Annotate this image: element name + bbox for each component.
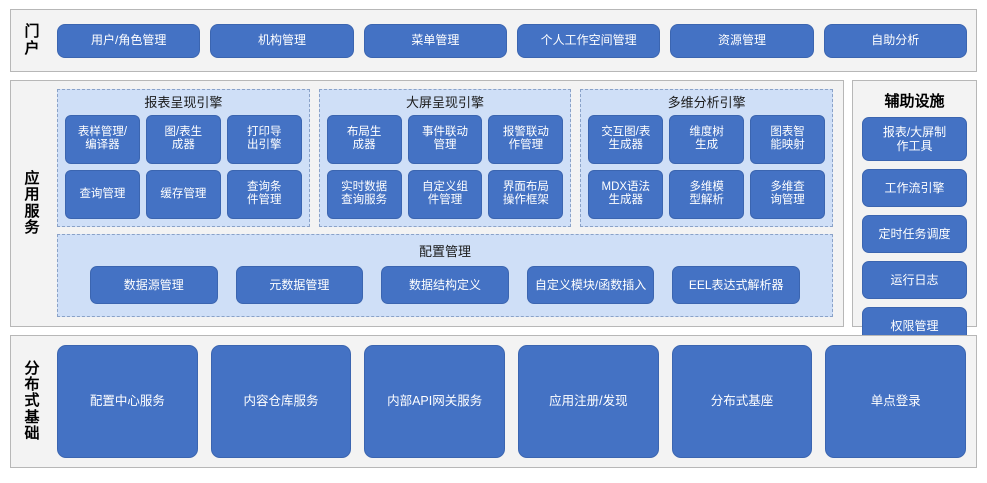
infrastructure-band: 分布式基础 配置中心服务 内容仓库服务 内部API网关服务 应用注册/发现 分布…: [10, 335, 977, 468]
engine-item-mdx-syntax-generator[interactable]: MDX语法 生成器: [588, 169, 664, 219]
infrastructure-item-distributed-base[interactable]: 分布式基座: [671, 345, 813, 458]
app-service-body: 报表呈现引擎 表样管理/ 编译器 图/表生 成器 打印导 出引擎 查询管理 缓存…: [53, 81, 843, 326]
engine-item-realtime-data-query-service[interactable]: 实时数据 查询服务: [326, 169, 402, 219]
engine-item-multidimensional-model-parsing[interactable]: 多维模 型解析: [669, 169, 745, 219]
config-item-datasource-management[interactable]: 数据源管理: [90, 266, 218, 304]
engine-item-event-linkage-management[interactable]: 事件联动 管理: [407, 114, 483, 164]
app-service-band-label: 应用服务: [11, 81, 53, 326]
engine-item-grid: 交互图/表 生成器 维度树 生成 图表智 能映射 MDX语法 生成器 多维模 型…: [588, 114, 826, 219]
engine-item-cache-management[interactable]: 缓存管理: [145, 169, 221, 219]
engine-item-print-export-engine[interactable]: 打印导 出引擎: [226, 114, 302, 164]
support-facilities-item-list: 报表/大屏制 作工具 工作流引擎 定时任务调度 运行日志 权限管理 消息中心: [862, 117, 967, 391]
engine-item-grid: 布局生 成器 事件联动 管理 报警联动 作管理 实时数据 查询服务 自定义组 件…: [326, 114, 564, 219]
engine-panel-multidimensional-analysis: 多维分析引擎 交互图/表 生成器 维度树 生成 图表智 能映射 MDX语法 生成…: [580, 89, 834, 227]
config-item-metadata-management[interactable]: 元数据管理: [235, 266, 364, 304]
engine-panel-large-screen-rendering: 大屏呈现引擎 布局生 成器 事件联动 管理 报警联动 作管理 实时数据 查询服务…: [318, 89, 572, 227]
engine-item-dimension-tree-generation[interactable]: 维度树 生成: [669, 114, 745, 164]
config-management-item-list: 数据源管理 元数据管理 数据结构定义 自定义模块/函数插入 EEL表达式解析器: [70, 266, 820, 306]
engine-title: 报表呈现引擎: [144, 95, 223, 110]
middle-section: 应用服务 报表呈现引擎 表样管理/ 编译器 图/表生 成器 打印导 出引擎 查询…: [10, 80, 977, 391]
support-item-scheduled-task-scheduling[interactable]: 定时任务调度: [862, 215, 967, 253]
engine-item-chart-table-generator[interactable]: 图/表生 成器: [145, 114, 221, 164]
infrastructure-band-label: 分布式基础: [11, 336, 53, 467]
engine-item-query-management[interactable]: 查询管理: [65, 169, 140, 219]
portal-item-resource-management[interactable]: 资源管理: [670, 23, 814, 58]
engine-title: 多维分析引擎: [667, 95, 746, 110]
infrastructure-item-single-sign-on[interactable]: 单点登录: [825, 345, 967, 458]
portal-item-personal-workspace-management[interactable]: 个人工作空间管理: [516, 23, 661, 58]
support-facilities-title: 辅助设施: [884, 93, 945, 110]
engine-item-grid: 表样管理/ 编译器 图/表生 成器 打印导 出引擎 查询管理 缓存管理 查询条 …: [65, 114, 302, 219]
engine-item-chart-intelligent-mapping[interactable]: 图表智 能映射: [750, 114, 826, 164]
infrastructure-item-internal-api-gateway-service[interactable]: 内部API网关服务: [364, 345, 506, 458]
config-item-data-structure-definition[interactable]: 数据结构定义: [381, 266, 509, 304]
infrastructure-item-content-repository-service[interactable]: 内容仓库服务: [210, 345, 352, 458]
config-management-panel: 配置管理 数据源管理 元数据管理 数据结构定义 自定义模块/函数插入 EEL表达…: [57, 234, 833, 317]
config-management-title: 配置管理: [418, 244, 471, 259]
portal-band-label-text: 门户: [24, 23, 40, 57]
config-item-custom-module-function-insertion[interactable]: 自定义模块/函数插入: [526, 266, 655, 304]
support-item-runtime-log[interactable]: 运行日志: [862, 261, 967, 299]
engine-item-interactive-chart-table-generator[interactable]: 交互图/表 生成器: [588, 114, 664, 164]
engine-item-multidimensional-query-management[interactable]: 多维查 询管理: [750, 169, 826, 219]
portal-button-list: 用户/角色管理 机构管理 菜单管理 个人工作空间管理 资源管理 自助分析: [53, 10, 976, 71]
app-service-band-label-text: 应用服务: [24, 170, 40, 236]
infrastructure-button-list: 配置中心服务 内容仓库服务 内部API网关服务 应用注册/发现 分布式基座 单点…: [53, 336, 976, 467]
app-service-band: 应用服务 报表呈现引擎 表样管理/ 编译器 图/表生 成器 打印导 出引擎 查询…: [10, 80, 844, 327]
infrastructure-item-app-registration-discovery[interactable]: 应用注册/发现: [518, 345, 659, 458]
portal-item-user-role-management[interactable]: 用户/角色管理: [57, 23, 201, 58]
infrastructure-band-label-text: 分布式基础: [24, 360, 40, 442]
infrastructure-item-config-center-service[interactable]: 配置中心服务: [57, 345, 198, 458]
support-item-report-large-screen-authoring-tool[interactable]: 报表/大屏制 作工具: [862, 117, 967, 161]
support-facilities-panel: 辅助设施 报表/大屏制 作工具 工作流引擎 定时任务调度 运行日志 权限管理 消…: [852, 80, 977, 391]
engine-panel-group: 报表呈现引擎 表样管理/ 编译器 图/表生 成器 打印导 出引擎 查询管理 缓存…: [57, 89, 834, 227]
engine-panel-report-rendering: 报表呈现引擎 表样管理/ 编译器 图/表生 成器 打印导 出引擎 查询管理 缓存…: [57, 89, 310, 227]
portal-band-label: 门户: [11, 10, 53, 71]
portal-item-self-service-analysis[interactable]: 自助分析: [823, 23, 967, 58]
portal-item-organization-management[interactable]: 机构管理: [210, 23, 354, 58]
engine-item-alarm-linkage-action-management[interactable]: 报警联动 作管理: [488, 114, 564, 164]
portal-item-menu-management[interactable]: 菜单管理: [363, 23, 507, 58]
engine-item-query-condition-management[interactable]: 查询条 件管理: [226, 169, 302, 219]
engine-item-custom-component-management[interactable]: 自定义组 件管理: [407, 169, 483, 219]
engine-item-layout-generator[interactable]: 布局生 成器: [326, 114, 402, 164]
portal-band: 门户 用户/角色管理 机构管理 菜单管理 个人工作空间管理 资源管理 自助分析: [10, 9, 977, 72]
config-item-eel-expression-parser[interactable]: EEL表达式解析器: [672, 266, 800, 304]
engine-item-ui-layout-operation-framework[interactable]: 界面布局 操作框架: [488, 169, 564, 219]
engine-item-template-management-compiler[interactable]: 表样管理/ 编译器: [65, 114, 140, 164]
engine-title: 大屏呈现引擎: [406, 95, 485, 110]
support-item-workflow-engine[interactable]: 工作流引擎: [862, 169, 967, 207]
